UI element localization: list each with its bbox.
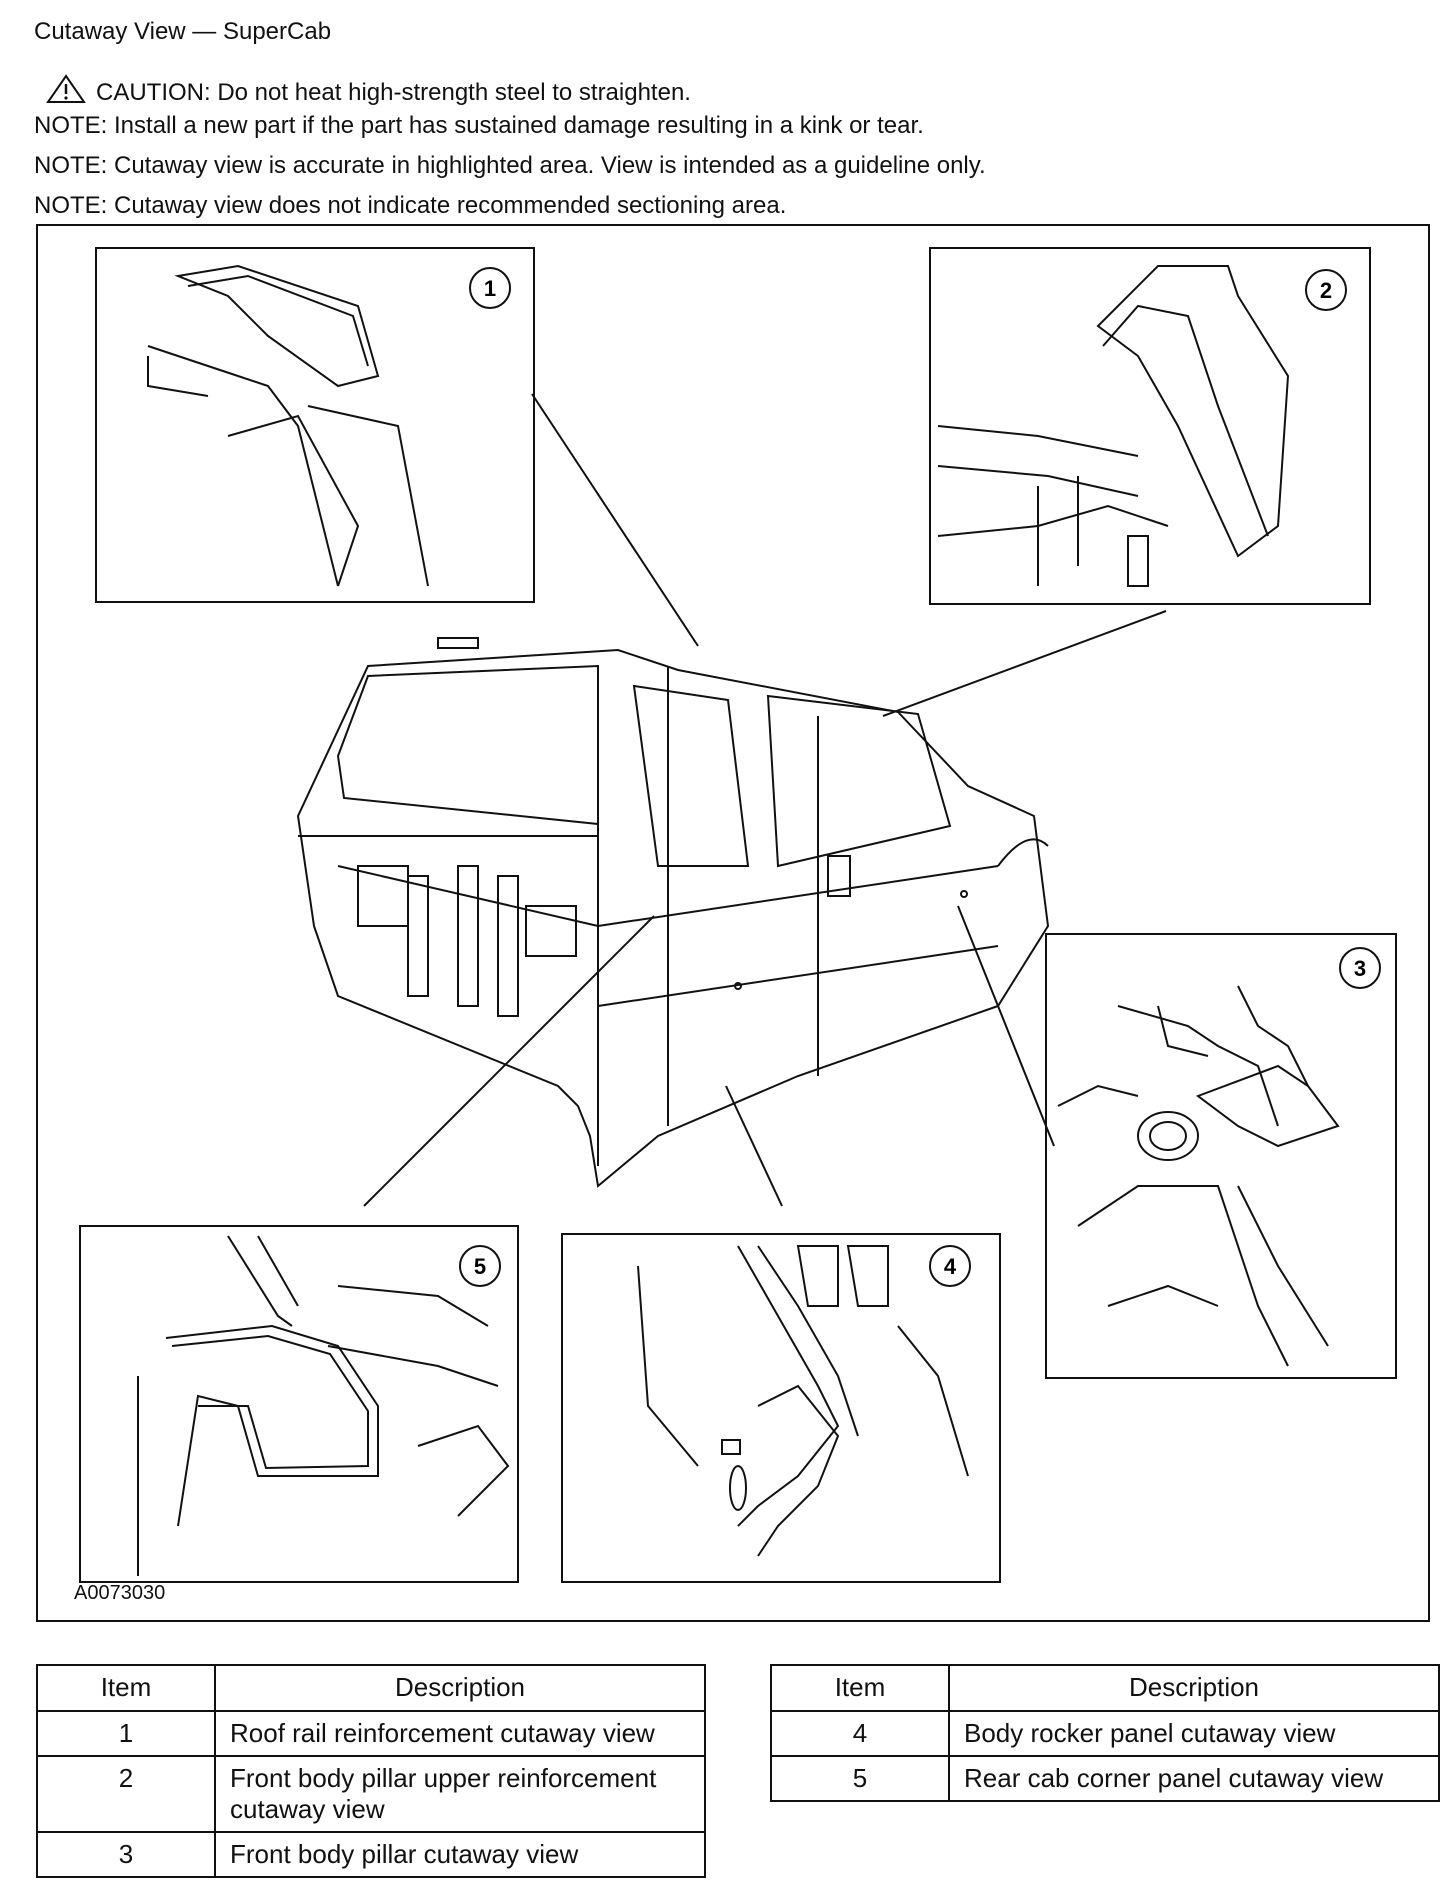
callout-3: 3 [1354, 956, 1366, 981]
callout-4: 4 [944, 1254, 957, 1279]
note-1: NOTE: Install a new part if the part has… [34, 112, 924, 139]
item-number: 5 [770, 1755, 950, 1802]
table-row: 2 Front body pillar upper reinforcement … [36, 1755, 706, 1833]
item-number: 2 [36, 1755, 216, 1833]
caution-text: CAUTION: Do not heat high-strength steel… [96, 78, 691, 106]
detail-2-drawing [937, 265, 1290, 587]
items-table-left: Item Description 1 Roof rail reinforceme… [36, 1664, 706, 1878]
detail-4-drawing [637, 1245, 969, 1557]
caution-line: CAUTION: Do not heat high-strength steel… [46, 74, 691, 111]
item-description: Roof rail reinforcement cutaway view [214, 1710, 706, 1757]
items-table-right: Item Description 4 Body rocker panel cut… [770, 1664, 1440, 1802]
item-description: Rear cab corner panel cutaway view [948, 1755, 1440, 1802]
item-number: 1 [36, 1710, 216, 1757]
note-3: NOTE: Cutaway view does not indicate rec… [34, 192, 787, 219]
table-row: 3 Front body pillar cutaway view [36, 1831, 706, 1878]
header-description: Description [214, 1664, 706, 1712]
item-description: Front body pillar upper reinforcement cu… [214, 1755, 706, 1833]
cutaway-figure: 1 2 3 4 5 A0073030 [36, 224, 1430, 1622]
note-2: NOTE: Cutaway view is accurate in highli… [34, 152, 986, 179]
header-description: Description [948, 1664, 1440, 1712]
callout-1: 1 [484, 276, 496, 301]
callout-5: 5 [474, 1254, 486, 1279]
detail-3-drawing [1057, 985, 1340, 1367]
item-number: 4 [770, 1710, 950, 1757]
header-item: Item [770, 1664, 950, 1712]
detail-1-drawing [147, 264, 429, 587]
cab-drawing [296, 637, 1050, 1188]
callout-2: 2 [1320, 278, 1332, 303]
table-row: 1 Roof rail reinforcement cutaway view [36, 1710, 706, 1757]
item-description: Front body pillar cutaway view [214, 1831, 706, 1878]
cutaway-illustration: 1 2 3 4 5 [79, 247, 1397, 1583]
figure-id: A0073030 [74, 1582, 166, 1604]
table-row: 4 Body rocker panel cutaway view [770, 1710, 1440, 1757]
item-number: 3 [36, 1831, 216, 1878]
header-item: Item [36, 1664, 216, 1712]
page-title: Cutaway View — SuperCab [34, 18, 332, 45]
table-row: 5 Rear cab corner panel cutaway view [770, 1755, 1440, 1802]
detail-5-drawing [137, 1235, 510, 1576]
warning-triangle-icon [46, 74, 86, 111]
item-description: Body rocker panel cutaway view [948, 1710, 1440, 1757]
